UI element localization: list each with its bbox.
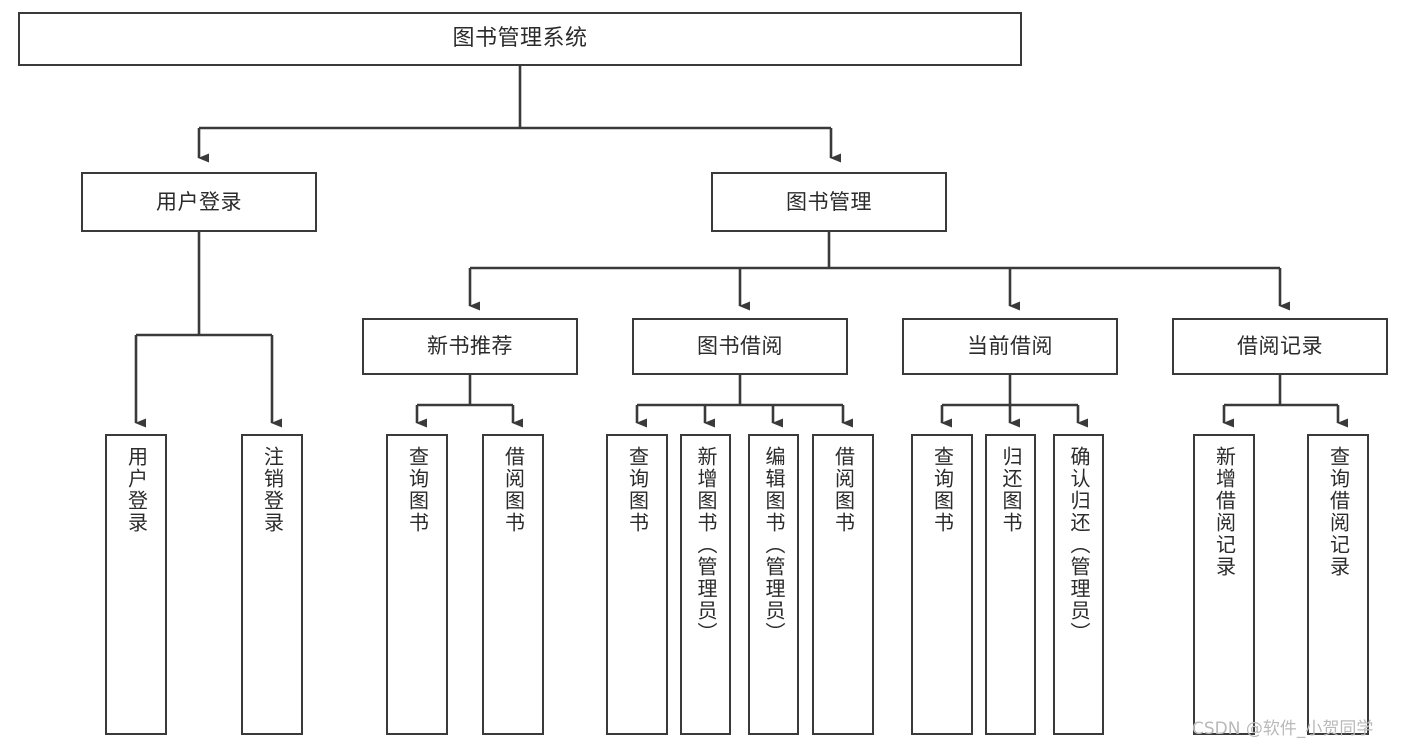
node-label: 新增图书（管理员） — [694, 446, 718, 644]
leaf-record-query-borrow-record[interactable]: 查询借阅记录 — [1307, 434, 1369, 735]
node-book-borrow[interactable]: 图书借阅 — [632, 318, 848, 375]
node-label: 查询图书 — [405, 446, 430, 534]
node-label: 确认归还（管理员） — [1067, 446, 1091, 644]
node-label: 查询图书 — [625, 446, 650, 534]
node-label: 借阅记录 — [1237, 334, 1323, 359]
node-label: 当前借阅 — [967, 334, 1053, 359]
node-label: 编辑图书（管理员） — [762, 446, 786, 644]
node-label: 借阅图书 — [501, 446, 526, 534]
node-label: 查询图书 — [930, 446, 955, 534]
node-current-borrow[interactable]: 当前借阅 — [902, 318, 1118, 375]
leaf-current-confirm-return-admin[interactable]: 确认归还（管理员） — [1053, 434, 1104, 735]
node-label: 图书借阅 — [697, 334, 783, 359]
node-book-management[interactable]: 图书管理 — [711, 172, 947, 232]
node-new-book-recommend[interactable]: 新书推荐 — [362, 318, 578, 375]
node-root-book-management-system[interactable]: 图书管理系统 — [18, 12, 1022, 66]
leaf-current-return-books[interactable]: 归还图书 — [985, 434, 1036, 735]
node-label: 借阅图书 — [831, 446, 856, 534]
leaf-borrow-query-books[interactable]: 查询图书 — [606, 434, 668, 735]
node-label: 新增借阅记录 — [1212, 446, 1237, 578]
leaf-new-book-query-books[interactable]: 查询图书 — [386, 434, 448, 735]
csdn-watermark: CSDN @软件_小贺同学 — [1192, 719, 1374, 739]
leaf-borrow-edit-book-admin[interactable]: 编辑图书（管理员） — [748, 434, 799, 735]
leaf-current-query-books[interactable]: 查询图书 — [911, 434, 973, 735]
node-label: 注销登录 — [260, 446, 285, 534]
leaf-user-login[interactable]: 用户登录 — [105, 434, 167, 735]
node-label: 用户登录 — [124, 446, 149, 534]
node-label: 用户登录 — [156, 189, 242, 214]
node-label: 图书管理 — [786, 189, 872, 214]
node-label: 归还图书 — [999, 446, 1023, 534]
leaf-logout[interactable]: 注销登录 — [241, 434, 303, 735]
leaf-borrow-borrow-books[interactable]: 借阅图书 — [812, 434, 874, 735]
node-label: 查询借阅记录 — [1326, 446, 1351, 578]
leaf-borrow-add-book-admin[interactable]: 新增图书（管理员） — [680, 434, 731, 735]
leaf-new-book-borrow-books[interactable]: 借阅图书 — [482, 434, 544, 735]
node-label: 新书推荐 — [427, 334, 513, 359]
node-borrow-record[interactable]: 借阅记录 — [1172, 318, 1388, 375]
node-label: 图书管理系统 — [452, 26, 588, 52]
leaf-record-add-borrow-record[interactable]: 新增借阅记录 — [1193, 434, 1255, 735]
node-user-login[interactable]: 用户登录 — [81, 172, 317, 232]
